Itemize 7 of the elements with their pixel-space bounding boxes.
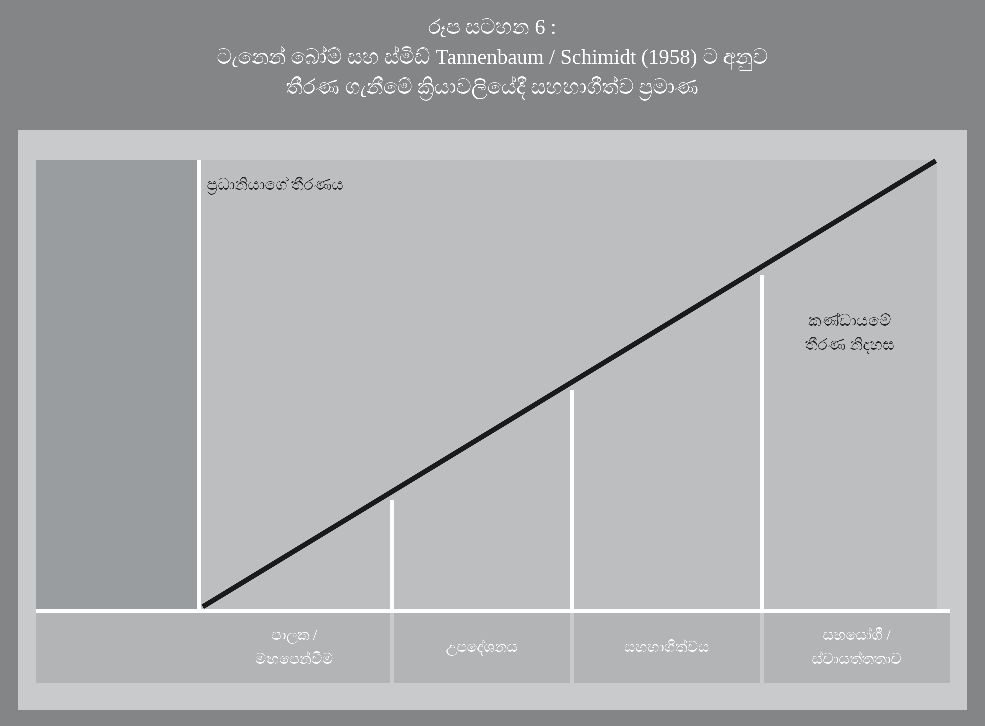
category-cell: උපදේශනය	[394, 613, 570, 683]
area-label: ප්‍රධානියාගේ තීරණය	[207, 176, 345, 197]
category-cell: සහයෝගී / ස්වායත්තතාව	[764, 613, 950, 683]
area-label: කණ්ඩායමේ තීරණ නිදහස	[804, 312, 896, 356]
category-cell: සහභාගීත්වය	[574, 613, 760, 683]
title: රූප සටහන 6 : ටැනෙන් බෝම් සහ ස්මිඩ් Tannenbaum / Schimidt (1958) ට අනුව තීරණ ගැනීමේ ක්‍රියාවලියේදී සහභාගීත්ව ප්‍රමාණ	[216, 14, 770, 102]
category-cell: පාලක / මඟපෙන්වීම	[199, 613, 390, 683]
